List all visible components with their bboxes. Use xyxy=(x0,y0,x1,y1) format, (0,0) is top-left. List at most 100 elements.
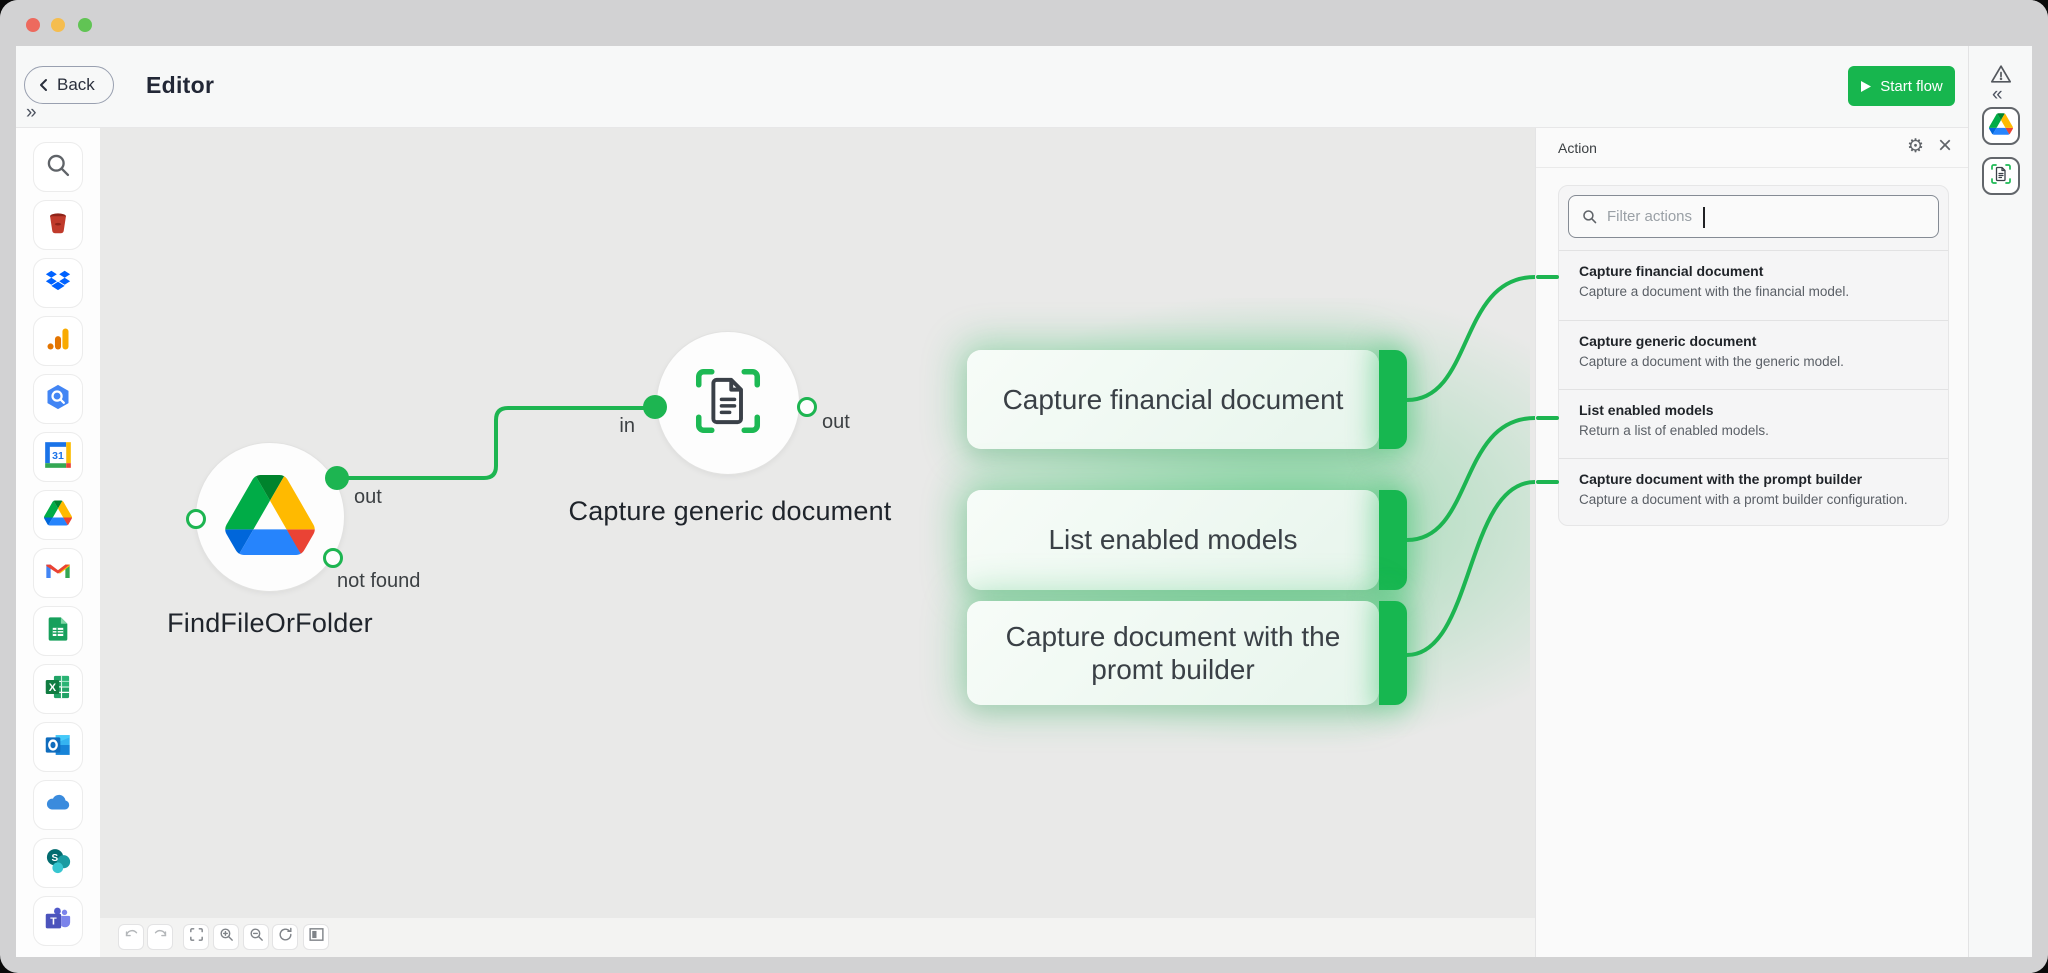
option-card-tab[interactable] xyxy=(1379,490,1407,590)
google-drive-icon xyxy=(1989,112,2013,141)
document-capture-icon xyxy=(1989,162,2013,191)
redo-button[interactable] xyxy=(147,924,173,950)
action-panel: Action ⚙ × Capture financial document Ca… xyxy=(1535,128,1968,957)
close-icon[interactable]: × xyxy=(1937,132,1952,159)
start-flow-button[interactable]: Start flow xyxy=(1848,66,1955,106)
sidebar-item-teams[interactable]: T xyxy=(33,896,83,946)
port-findfileorfolder-in[interactable] xyxy=(186,509,206,529)
google-analytics-icon xyxy=(44,325,72,358)
minimap-icon xyxy=(308,926,325,948)
search-icon xyxy=(44,151,72,184)
aws-s3-icon xyxy=(44,209,72,242)
sidebar-item-dropbox[interactable] xyxy=(33,258,83,308)
onedrive-icon xyxy=(44,789,72,822)
sharepoint-icon: S xyxy=(44,847,72,880)
port-label-not-found: not found xyxy=(337,570,421,592)
back-button[interactable]: Back xyxy=(24,66,114,104)
action-item-capture-generic-document[interactable]: Capture generic document Capture a docum… xyxy=(1559,320,1948,389)
warning-triangle-icon[interactable] xyxy=(1989,62,2013,86)
topbar: Back Editor Start flow » xyxy=(16,46,1968,128)
text-cursor xyxy=(1703,207,1705,228)
action-item-capture-financial-document[interactable]: Capture financial document Capture a doc… xyxy=(1559,251,1948,320)
gear-icon[interactable]: ⚙ xyxy=(1906,136,1924,157)
google-drive-icon xyxy=(225,474,315,560)
node-capture-generic-document[interactable] xyxy=(656,331,800,475)
option-card-list-enabled-models[interactable]: List enabled models xyxy=(967,490,1379,590)
minimize-window-button[interactable] xyxy=(51,18,65,32)
port-label-out: out xyxy=(822,411,850,433)
option-card-capture-document-promt-builder[interactable]: Capture document with the promt builder xyxy=(967,601,1379,705)
sidebar-item-onedrive[interactable] xyxy=(33,780,83,830)
node-findfileorfolder[interactable] xyxy=(195,442,345,592)
redo-icon xyxy=(152,926,169,948)
sidebar-item-aws-s3[interactable] xyxy=(33,200,83,250)
minimap-button[interactable] xyxy=(303,924,329,950)
sidebar-item-google-drive[interactable] xyxy=(33,490,83,540)
undo-button[interactable] xyxy=(118,924,144,950)
chevron-left-icon xyxy=(37,77,51,93)
sidebar-item-google-analytics[interactable] xyxy=(33,316,83,366)
action-item-title: Capture financial document xyxy=(1579,263,1764,279)
zoom-in-icon xyxy=(218,926,235,948)
sidebar-item-sharepoint[interactable]: S xyxy=(33,838,83,888)
outlook-icon xyxy=(44,731,72,764)
titlebar xyxy=(0,0,2048,46)
wire-stub xyxy=(1536,480,1559,484)
sidebar-item-search[interactable] xyxy=(33,142,83,192)
sidebar-item-excel[interactable]: X xyxy=(33,664,83,714)
option-card-capture-financial-document[interactable]: Capture financial document xyxy=(967,350,1379,449)
google-bigquery-icon xyxy=(44,383,72,416)
reset-view-icon xyxy=(277,926,294,948)
option-card-tab[interactable] xyxy=(1379,350,1407,449)
action-item-title: Capture generic document xyxy=(1579,333,1757,349)
gmail-icon xyxy=(44,557,72,590)
action-panel-title: Action xyxy=(1558,140,1597,156)
google-drive-icon xyxy=(44,499,72,532)
right-rail: « xyxy=(1968,46,2032,957)
sidebar-item-outlook[interactable] xyxy=(33,722,83,772)
option-card-tab[interactable] xyxy=(1379,601,1407,705)
back-label: Back xyxy=(57,75,95,94)
flow-canvas[interactable]: out not found FindFileOrFolder in out Ca… xyxy=(100,128,1535,918)
zoom-in-button[interactable] xyxy=(213,924,239,950)
google-sheets-icon xyxy=(44,615,72,648)
google-calendar-icon: 31 xyxy=(44,441,72,474)
port-capture-generic-in[interactable] xyxy=(643,395,667,419)
port-capture-generic-out[interactable] xyxy=(797,397,817,417)
rail-button-document-capture[interactable] xyxy=(1982,157,2020,195)
port-findfileorfolder-out[interactable] xyxy=(325,466,349,490)
action-item-title: Capture document with the prompt builder xyxy=(1579,471,1863,487)
sidebar-item-gmail[interactable] xyxy=(33,548,83,598)
filter-actions-field[interactable] xyxy=(1568,195,1939,238)
filter-actions-input[interactable] xyxy=(1607,208,1926,225)
sidebar-item-google-sheets[interactable] xyxy=(33,606,83,656)
action-item-title: List enabled models xyxy=(1579,402,1714,418)
node-label-capture-generic: Capture generic document xyxy=(568,496,892,526)
collapse-rail-chevrons[interactable]: « xyxy=(1992,84,2003,105)
fit-view-icon xyxy=(188,926,205,948)
action-item-list-enabled-models[interactable]: List enabled models Return a list of ena… xyxy=(1559,389,1948,458)
rail-button-google-drive[interactable] xyxy=(1982,107,2020,145)
zoom-out-button[interactable] xyxy=(243,924,269,950)
app-content: Back Editor Start flow » xyxy=(16,46,2032,957)
sidebar-item-google-bigquery[interactable] xyxy=(33,374,83,424)
svg-text:S: S xyxy=(52,853,59,864)
port-label-out: out xyxy=(354,486,382,508)
app-sidebar: 31 X S T xyxy=(16,128,100,957)
reset-view-button[interactable] xyxy=(272,924,298,950)
action-items-list: Capture financial document Capture a doc… xyxy=(1559,250,1948,525)
wire-stub xyxy=(1536,416,1559,420)
fit-view-button[interactable] xyxy=(183,924,209,950)
node-label-findfileorfolder: FindFileOrFolder xyxy=(167,608,373,638)
close-window-button[interactable] xyxy=(26,18,40,32)
sidebar-item-google-calendar[interactable]: 31 xyxy=(33,432,83,482)
svg-text:31: 31 xyxy=(52,450,64,462)
sidebar-expand-chevrons[interactable]: » xyxy=(26,102,37,123)
action-item-capture-document-prompt-builder[interactable]: Capture document with the prompt builder… xyxy=(1559,458,1948,525)
port-findfileorfolder-not-found[interactable] xyxy=(323,548,343,568)
action-item-description: Capture a document with the financial mo… xyxy=(1579,284,1850,299)
zoom-window-button[interactable] xyxy=(78,18,92,32)
action-item-description: Capture a document with the generic mode… xyxy=(1579,354,1844,369)
excel-icon: X xyxy=(44,673,72,706)
